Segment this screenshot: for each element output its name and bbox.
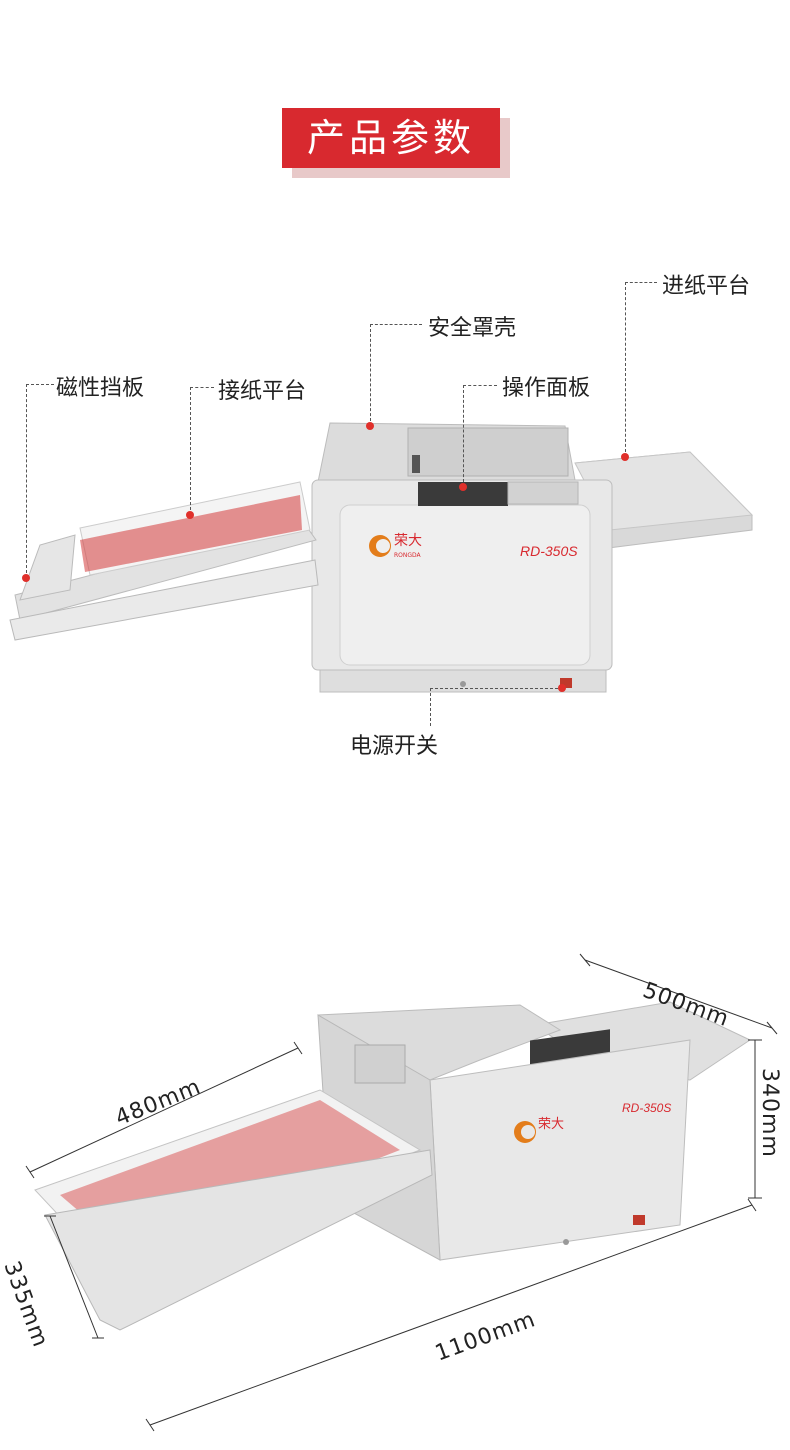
callout-power-switch: 电源开关 [350, 734, 439, 759]
callout-safety-cover: 安全罩壳 [428, 316, 517, 341]
callout-magnetic-baffle: 磁性挡板 [56, 376, 145, 401]
callout-line-receive-v [190, 387, 191, 515]
callout-dot-feed [621, 453, 629, 461]
model-label-bottom: RD-350S [622, 1101, 671, 1115]
callout-dot-baffle [22, 574, 30, 582]
callout-line-power [430, 688, 558, 689]
title-banner: 产品参数 [282, 108, 512, 180]
brand-en-top: RONGDA [394, 552, 422, 559]
brand-name-top: 荣大 [394, 533, 422, 549]
callout-line-cover-v [370, 324, 371, 426]
callout-line-feed-v [625, 282, 626, 457]
dim-tray-width: 335mm [0, 1258, 53, 1351]
callout-control-panel: 操作面板 [502, 376, 591, 401]
model-label-top: RD-350S [520, 543, 578, 559]
dim-height: 340mm [757, 1068, 782, 1158]
callout-dot-cover [366, 422, 374, 430]
callout-line-cover [370, 324, 422, 325]
page-title: 产品参数 [282, 108, 500, 168]
callout-line-feed [625, 282, 657, 283]
dim-total-length: 1100mm [432, 1307, 540, 1367]
callout-line-panel-v [463, 385, 464, 487]
machine-front-view: 荣大 RONGDA RD-350S [9, 422, 754, 693]
dim-depth-feed: 500mm [639, 978, 733, 1033]
callout-line-panel [463, 385, 497, 386]
brand-name-bottom: 荣大 [538, 1117, 564, 1132]
callout-line-receive [190, 387, 214, 388]
callout-dot-receive [186, 511, 194, 519]
callout-line-power-v [430, 688, 431, 726]
callout-dot-power [558, 684, 566, 692]
callout-receiving-platform: 接纸平台 [218, 379, 307, 404]
callout-feed-platform: 进纸平台 [662, 274, 751, 299]
callout-dot-panel [459, 483, 467, 491]
callout-line-baffle [26, 384, 54, 385]
power-switch-icon[interactable] [560, 678, 572, 688]
callout-line-baffle-v [26, 384, 27, 578]
dim-tray-length: 480mm [112, 1074, 205, 1132]
